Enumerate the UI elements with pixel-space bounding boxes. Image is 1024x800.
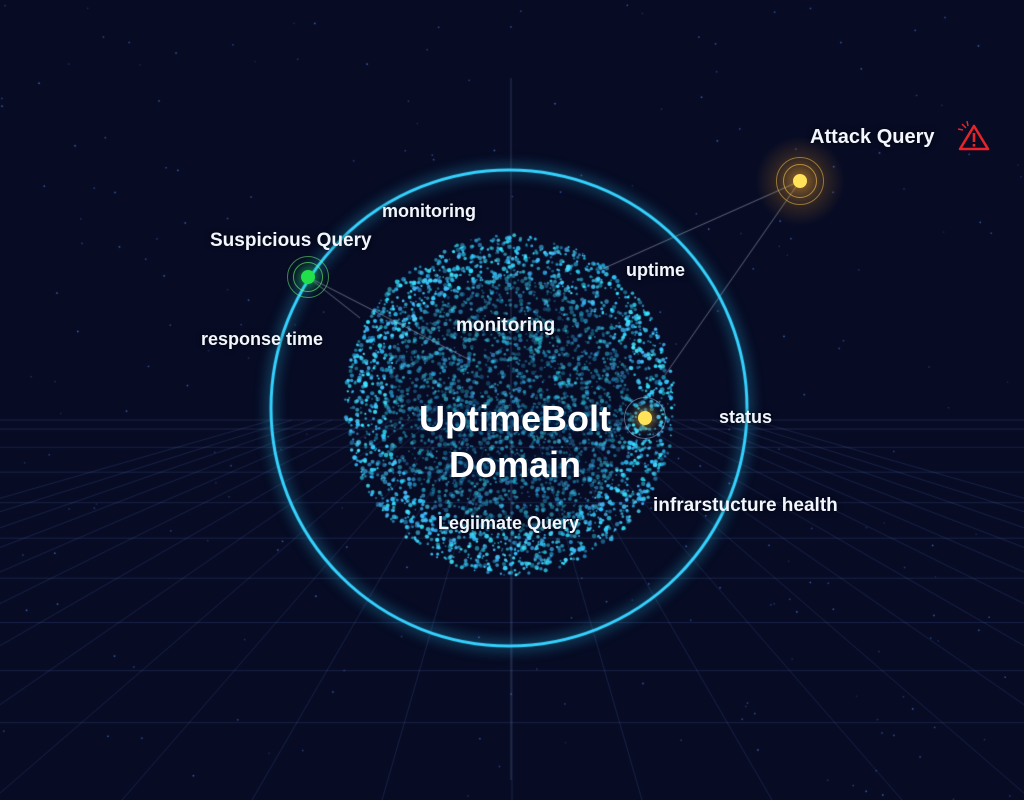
- uptime-label: uptime: [626, 260, 686, 280]
- suspicious-query-node[interactable]: [301, 270, 315, 284]
- status-label: status: [719, 407, 773, 427]
- monitoring-outer-label: monitoring: [382, 201, 476, 221]
- attack-query-label: Attack Query: [810, 126, 935, 148]
- legitimate-query-label: Legiimate Query: [438, 513, 580, 533]
- domain-title-line2: Domain: [448, 444, 581, 485]
- suspicious-node-ring: [287, 256, 329, 298]
- monitoring-inner-label: monitoring: [456, 315, 556, 336]
- warning-triangle-icon: [957, 120, 990, 151]
- attack-node-ring: [783, 164, 817, 198]
- suspicious-query-label: Suspicious Query: [210, 230, 372, 251]
- inner-node-ring: [624, 397, 666, 439]
- domain-title: UptimeBolt Domain: [405, 396, 625, 488]
- domain-title-line1: UptimeBolt: [419, 398, 611, 439]
- legitimate-node[interactable]: [638, 411, 652, 425]
- response-time-label: response time: [201, 329, 324, 349]
- suspicious-node-ring: [293, 262, 323, 292]
- attack-query-node[interactable]: [793, 174, 807, 188]
- attack-node-ring: [776, 157, 824, 205]
- infrastructure-health-label: infrarstucture health: [653, 495, 838, 516]
